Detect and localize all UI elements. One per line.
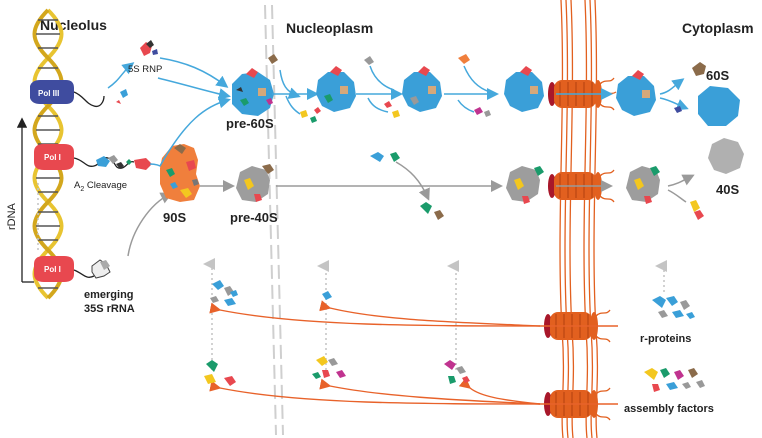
- 5s-rnp-label: 5S RNP: [128, 64, 162, 75]
- assembly-factor-cluster-nucleoplasm-2: [444, 360, 470, 384]
- pol-i-top-label: Pol I: [44, 153, 61, 162]
- arrow-35s-to-90s: [127, 192, 173, 257]
- header-nucleoplasm: Nucleoplasm: [286, 20, 373, 36]
- particle-pre40s-1: pre-40S: [230, 164, 278, 225]
- import-arrows: [209, 300, 618, 405]
- pre40s-label: pre-40S: [230, 210, 278, 225]
- a2-cleavage-label: A2 Cleavage: [74, 180, 127, 193]
- 5s-rna-strand: [73, 91, 105, 108]
- assembly-factor-cluster-nucleoplasm: [312, 356, 346, 379]
- assembly-factor-cluster-nucleolus: [204, 360, 236, 386]
- header-cytoplasm: Cytoplasm: [682, 20, 754, 36]
- pol-iii: Pol III: [30, 80, 105, 108]
- r-protein-fragment-icon: [116, 100, 121, 104]
- particle-90s: 90S: [160, 144, 200, 225]
- r-proteins-label: r-proteins: [640, 333, 691, 345]
- emerging-label-1: emerging: [84, 289, 134, 301]
- mature-60s: 60S: [698, 68, 740, 126]
- pol-i-bottom: Pol I emerging 35S rRNA: [34, 256, 135, 315]
- r-protein-cluster-nucleolus: [210, 280, 238, 306]
- pol-i-bottom-label: Pol I: [44, 265, 61, 274]
- 5s-rnp: 5S RNP: [128, 40, 162, 75]
- pol-iii-label: Pol III: [38, 89, 59, 98]
- arrow-5s-assembly: [107, 62, 135, 89]
- 60s-label: 60S: [706, 68, 729, 83]
- emerging-label-2: 35S rRNA: [84, 303, 135, 315]
- pre60s-label: pre-60S: [226, 116, 274, 131]
- 40s-label: 40S: [716, 182, 739, 197]
- mature-40s: 40S: [708, 138, 744, 197]
- particle-cytoplasm-pre60s: [616, 70, 656, 116]
- nuclear-envelope: [559, 0, 599, 438]
- recycling-arrows: [203, 258, 667, 370]
- assembly-factor-pool: assembly factors: [624, 368, 714, 415]
- r-protein-cluster-nucleoplasm: [322, 291, 332, 300]
- r-protein-fragment-icon: [120, 89, 128, 98]
- particle-pre60s-3: [402, 66, 442, 112]
- assembly-factors-label: assembly factors: [624, 403, 714, 415]
- nucleolus-boundary: [264, 4, 284, 436]
- rdna-label: rDNA: [6, 202, 18, 230]
- particle-pre60s-2: [316, 66, 356, 112]
- r-protein-pool: r-proteins: [640, 296, 695, 345]
- particle-cytoplasm-pre40s: [626, 166, 660, 204]
- particle-pre60s-4: [504, 66, 544, 112]
- particle-pre60s-1: pre-60S: [226, 68, 274, 131]
- particle-pre40s-2: [506, 166, 544, 204]
- pol-i-top: Pol I: [34, 144, 152, 170]
- 90s-label: 90S: [163, 210, 186, 225]
